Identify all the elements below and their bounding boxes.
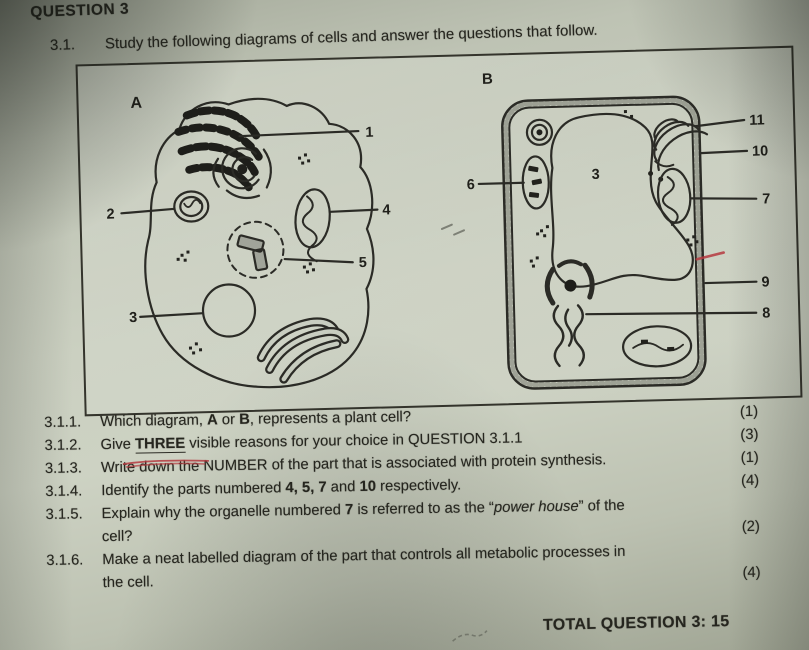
part-label-6: 6	[467, 177, 475, 193]
cell-b-golgi-vesicle-arc	[654, 160, 675, 168]
part-label-3: 3	[129, 310, 137, 326]
leader-line-4	[329, 208, 379, 213]
cell-a-mitochondrion	[294, 188, 331, 263]
pencil-tick-marks	[440, 223, 465, 236]
leader-line-2	[120, 207, 175, 215]
cell-a-nucleolus-swirl	[212, 147, 272, 200]
part-label-5: 5	[359, 255, 367, 271]
question-number: 3.1.6.	[46, 552, 84, 569]
question-number: 3.1.1.	[44, 414, 82, 431]
cell-a-centriole-region	[226, 220, 285, 279]
part-label-7: 7	[762, 191, 770, 207]
cell-a-golgi-stack	[256, 317, 350, 384]
cell-b-golgi-fan	[653, 118, 709, 172]
cell-diagrams-svg: A 1 2 4 5 3	[106, 71, 771, 390]
leader-line-10	[699, 149, 749, 155]
cell-b-mitochondrion	[656, 167, 692, 226]
leader-line-11	[694, 118, 746, 128]
leader-line-9	[704, 280, 758, 285]
marks-badge: (1)	[740, 449, 759, 467]
part-label-8: 8	[762, 305, 770, 321]
cell-a-membrane	[144, 97, 375, 389]
cell-b-title-label: B	[482, 71, 493, 88]
cell-b-wall-hatching	[503, 97, 705, 388]
part-label-2: 2	[106, 206, 114, 222]
marks-badge: (3)	[740, 426, 759, 444]
marks-badge: (4)	[742, 564, 761, 582]
question-number: 3.1.4.	[45, 483, 83, 500]
cell-b-ribosomes	[529, 225, 699, 268]
cell-a-ribosomes	[176, 153, 316, 355]
marks-badge: (1)	[739, 403, 759, 421]
leader-line-1	[238, 129, 360, 138]
question-number: 3.1.2.	[44, 437, 82, 454]
part-label-4: 4	[382, 202, 390, 218]
part-label-11: 11	[749, 112, 765, 128]
cell-b-vacuole-label: 3	[591, 167, 599, 183]
cell-b-rings	[525, 118, 554, 146]
cell-b-er-strands	[552, 304, 585, 368]
leader-line-5	[283, 257, 354, 264]
part-label-1: 1	[365, 125, 373, 141]
intro-text: Study the following diagrams of cells an…	[104, 21, 598, 53]
question-header: QUESTION 3	[30, 0, 130, 21]
leader-line-6	[477, 181, 525, 186]
cell-b: B 3 6 11 10 7 9 8	[440, 71, 771, 390]
marks-badge: (4)	[740, 472, 760, 490]
cell-diagrams-figure: A 1 2 4 5 3	[75, 45, 803, 417]
marks-badge: (2)	[741, 518, 761, 536]
cell-b-plastid	[622, 325, 693, 368]
cell-a-vacuole-circle	[201, 283, 257, 338]
question-text: Which diagram, A or B, represents a plan…	[100, 409, 412, 431]
question-text: Give THREE visible reasons for your choi…	[100, 430, 523, 454]
part-label-10: 10	[752, 143, 769, 159]
cell-a-chromatin	[174, 106, 263, 192]
part-label-9: 9	[761, 274, 769, 290]
cell-a: A 1 2 4 5 3	[106, 95, 391, 389]
leader-line-8	[585, 311, 758, 316]
cell-b-nucleus	[544, 259, 595, 306]
intro-number: 3.1.	[49, 36, 76, 54]
leader-line-3a	[139, 312, 205, 318]
total-line: TOTAL QUESTION 3: 15	[542, 613, 730, 634]
pencil-scribble	[449, 623, 492, 650]
cell-b-vacuole	[549, 112, 694, 288]
cell-a-title-label: A	[130, 95, 142, 112]
cell-b-wall	[501, 95, 707, 390]
leader-line-7	[690, 197, 758, 200]
red-pen-underline	[121, 454, 213, 474]
cell-b-golgi-vesicles	[623, 110, 664, 182]
cell-b-chloroplast	[521, 155, 550, 210]
cell-a-golgi-rings	[173, 190, 210, 223]
question-number: 3.1.3.	[44, 460, 83, 477]
question-number: 3.1.5.	[45, 506, 83, 523]
red-pen-mark	[695, 251, 725, 261]
question-text: Identify the parts numbered 4, 5, 7 and …	[101, 477, 462, 500]
question-list: 3.1.1. Which diagram, A or B, represents…	[44, 401, 761, 596]
question-3-1-6: 3.1.6. Make a neat labelled diagram of t…	[46, 539, 761, 596]
